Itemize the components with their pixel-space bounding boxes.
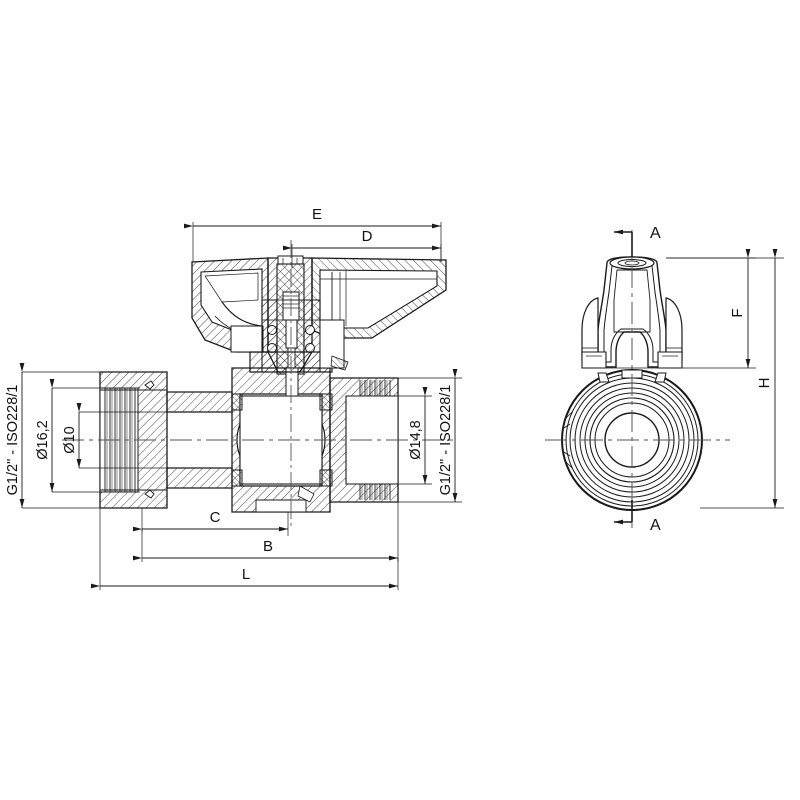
left-nut-notch-bottom bbox=[144, 489, 155, 499]
handle-center-column bbox=[613, 269, 651, 333]
dimension-B: B bbox=[133, 502, 399, 562]
section-marker-bottom: A bbox=[614, 500, 661, 534]
left-annotation-group: G1/2" - ISO228/1 Ø16,2 Ø10 bbox=[5, 363, 175, 509]
dim-C-label: C bbox=[210, 509, 221, 526]
dimension-L: L bbox=[91, 508, 399, 590]
body-ear-right bbox=[654, 372, 667, 383]
handle-top-cap bbox=[277, 255, 304, 265]
dimension-D: D bbox=[283, 228, 442, 268]
right-thread-label: G1/2" - ISO228/1 bbox=[438, 385, 454, 496]
dimension-H: H bbox=[666, 249, 784, 509]
handle-foot-right bbox=[657, 351, 683, 369]
handle-right-lobe bbox=[665, 297, 683, 361]
bonnet-wall-right bbox=[303, 299, 321, 373]
right-end-threads bbox=[359, 380, 391, 500]
dim-L-label: L bbox=[242, 566, 250, 583]
neck-upper-wall bbox=[166, 391, 233, 413]
handle-left-wing-curve bbox=[221, 301, 263, 327]
dim-D-label: D bbox=[362, 228, 373, 245]
bonnet-step bbox=[330, 355, 349, 371]
body-hex-facets bbox=[563, 411, 573, 469]
body-bottom-plug bbox=[255, 499, 307, 513]
dim-B-label: B bbox=[263, 538, 273, 555]
end-view-section-a-a: A A F H bbox=[545, 225, 784, 534]
bore-10-label: Ø10 bbox=[62, 426, 78, 453]
section-label-a-bottom: A bbox=[650, 517, 661, 534]
bore-16-2-label: Ø16,2 bbox=[35, 420, 51, 460]
body-bottom-notch bbox=[297, 485, 315, 503]
dim-H-label: H bbox=[756, 378, 773, 389]
section-marker-top: A bbox=[614, 225, 661, 257]
handle-top-hub bbox=[624, 260, 640, 266]
left-thread-label: G1/2" - ISO228/1 bbox=[5, 385, 21, 496]
dimension-C: C bbox=[133, 508, 289, 536]
dim-E-label: E bbox=[312, 206, 322, 223]
stem-shaft-lower bbox=[285, 319, 298, 349]
bonnet-wall-left bbox=[261, 299, 278, 373]
neck-lower-wall bbox=[166, 467, 233, 489]
handle-left-wing-rib bbox=[204, 272, 259, 303]
bore-14-8-label: Ø14,8 bbox=[408, 420, 424, 460]
seat-left-bottom bbox=[231, 469, 243, 487]
longitudinal-section-view: E D C B L bbox=[5, 206, 462, 590]
handle-left-lobe bbox=[581, 297, 599, 361]
right-annotation-group: Ø14,8 G1/2" - ISO228/1 bbox=[398, 369, 462, 503]
left-nut-notch-top bbox=[144, 380, 155, 390]
handle-foot-left bbox=[581, 351, 607, 369]
section-label-a-top: A bbox=[650, 225, 661, 242]
seat-left-top bbox=[231, 393, 243, 411]
body-ear-left bbox=[597, 372, 610, 383]
dim-F-label: F bbox=[729, 308, 746, 317]
handle-left-boss bbox=[230, 325, 264, 353]
